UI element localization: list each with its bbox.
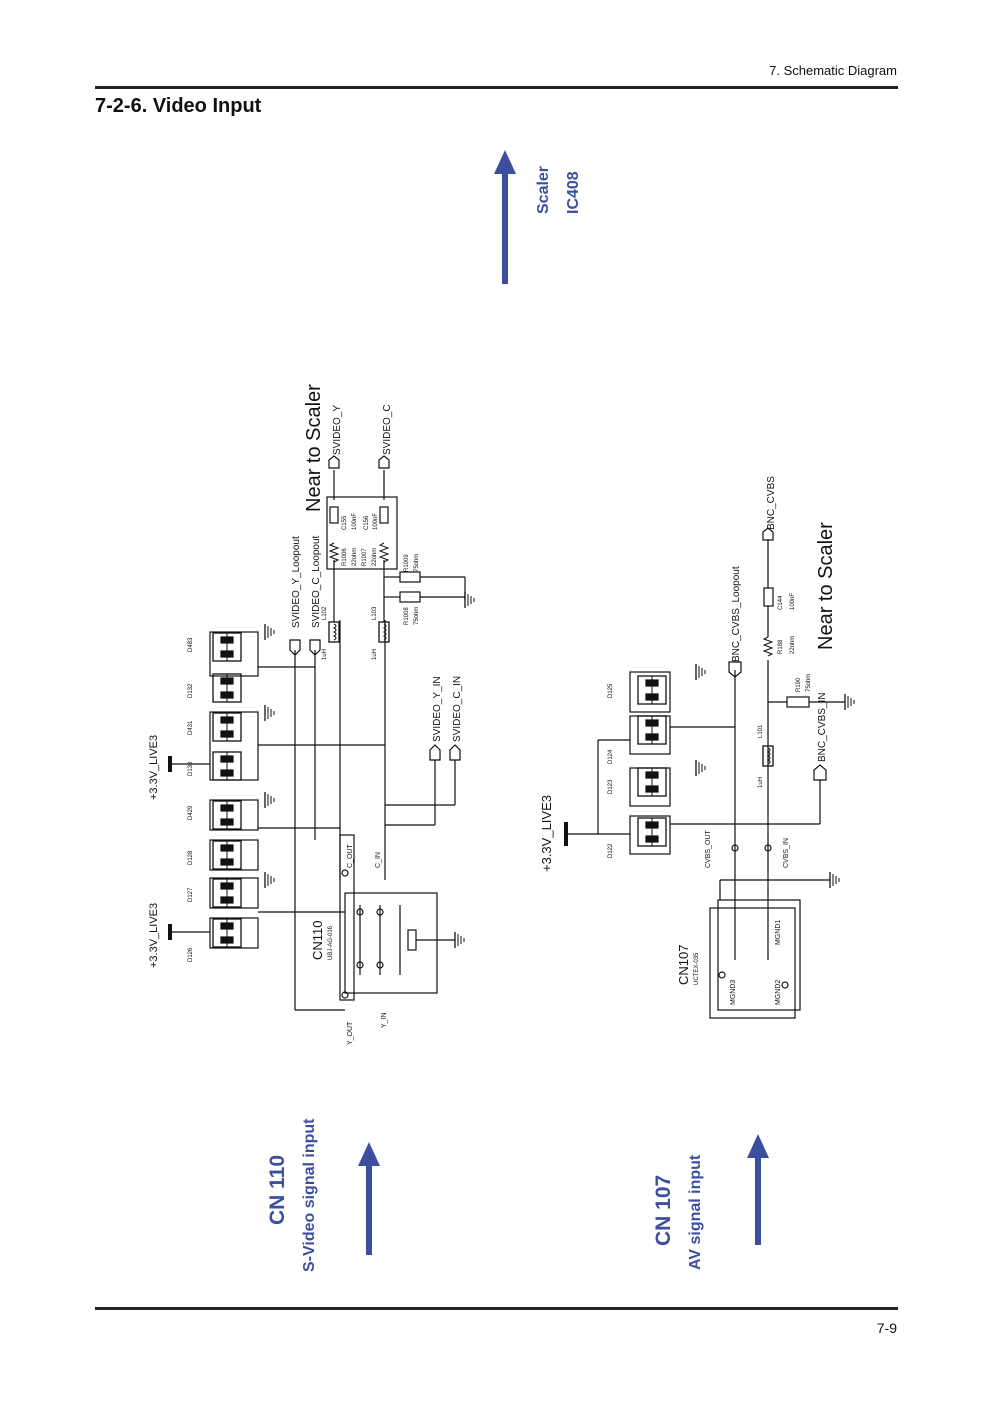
cn107-arrow: [747, 1134, 769, 1245]
diode-label: D123: [608, 779, 614, 794]
live3-label-b: +3.3V_LIVE3: [148, 903, 160, 968]
diode-label: D126: [188, 947, 194, 962]
cn110-part: UBJ-AG-016: [328, 925, 334, 960]
r188-label: R188: [778, 639, 784, 654]
diode-label: D132: [188, 683, 194, 698]
r188-value: 22ohm: [790, 636, 796, 654]
cn107-description: AV signal input: [687, 1154, 704, 1270]
lower-near-label: Near to Scaler: [815, 522, 837, 650]
l102-label: L102: [322, 606, 328, 620]
scaler-label: Scaler: [535, 166, 552, 214]
diode-label: D124: [608, 749, 614, 764]
diode-label: D125: [608, 683, 614, 698]
l101-value: 1uH: [758, 777, 764, 788]
svideo-y-label: SVIDEO_Y: [332, 405, 343, 455]
header-section: 7. Schematic Diagram: [769, 63, 897, 78]
r1006-value: 22ohm: [352, 548, 358, 566]
diode-label: D483: [188, 637, 194, 652]
page-number: 7-9: [876, 1320, 897, 1336]
c144-value: 100nF: [790, 593, 796, 610]
upper-near-label: Near to Scaler: [303, 384, 325, 512]
c155-label: C155: [342, 515, 348, 530]
y-out-label: Y_OUT: [347, 1021, 354, 1045]
diode-label: D122: [608, 843, 614, 858]
diode-label: D128: [188, 850, 194, 865]
cn107-title: CN 107: [652, 1175, 675, 1246]
svideo-y-in-label: SVIDEO_Y_IN: [432, 676, 443, 742]
r190-label: R190: [796, 677, 802, 692]
bnc-cvbs-loopout-label: BNC_CVBS_Loopout: [731, 566, 742, 662]
svideo-schematic: [168, 455, 475, 1011]
svideo-c-label: SVIDEO_C: [382, 404, 393, 455]
cvbs-out-label: CVBS_OUT: [705, 830, 712, 868]
mgnd3-label: MGND3: [730, 980, 737, 1005]
c156-label: C156: [364, 515, 370, 530]
r1008-label: R1008: [404, 607, 410, 625]
r1008-value: 75ohm: [414, 607, 420, 625]
diode-label: D429: [188, 805, 194, 820]
cn110-ref: CN110: [310, 920, 325, 960]
diode-label: D431: [188, 720, 194, 735]
r1006-label: R1006: [342, 548, 348, 566]
bnc-cvbs-in-label: BNC_CVBS_IN: [817, 693, 828, 762]
l101-label: L101: [758, 724, 764, 738]
l103-label: L103: [372, 606, 378, 620]
mgnd1-label: MGND1: [775, 920, 782, 945]
l102-value: 1uH: [322, 649, 328, 660]
av-schematic: [564, 527, 855, 1019]
r1009-value: 75ohm: [414, 554, 420, 572]
diode-label: D127: [188, 887, 194, 902]
c156-value: 100nF: [373, 513, 379, 530]
r190-value: 75ohm: [806, 674, 812, 692]
c-out-label: C_OUT: [347, 844, 354, 868]
footer-rule: [95, 1307, 898, 1310]
svideo-y-loopout-label: SVIDEO_Y_Loopout: [291, 536, 302, 628]
svideo-c-in-label: SVIDEO_C_IN: [452, 676, 463, 742]
cvbs-in-label: CVBS_IN: [783, 838, 790, 868]
cn107-ref: CN107: [676, 945, 691, 985]
r1007-value: 22ohm: [372, 548, 378, 566]
diode-label: D130: [188, 761, 194, 776]
cn107-part: UCTEX-035: [694, 952, 700, 985]
header-rule: [95, 86, 898, 89]
scaler-arrow: [494, 150, 516, 284]
y-in-label: Y_IN: [381, 1012, 388, 1028]
live3-label-lower: +3.3V_LIVE3: [539, 795, 554, 872]
l103-value: 1uH: [372, 649, 378, 660]
bnc-cvbs-label: BNC_CVBS: [766, 476, 777, 530]
page-title: 7-2-6. Video Input: [95, 95, 262, 117]
mgnd2-label: MGND2: [775, 980, 782, 1005]
c144-label: C144: [778, 595, 784, 610]
ic408-label: IC408: [565, 171, 582, 214]
r1009-label: R1009: [404, 554, 410, 572]
cn110-arrow: [358, 1142, 380, 1255]
svideo-c-loopout-label: SVIDEO_C_Loopout: [311, 535, 322, 628]
c-in-label: C_IN: [375, 852, 382, 868]
live3-label-a: +3.3V_LIVE3: [148, 735, 160, 800]
c155-value: 100nF: [352, 513, 358, 530]
cn110-description: S-Video signal input: [301, 1118, 318, 1272]
r1007-label: R1007: [362, 548, 368, 566]
cn110-title: CN 110: [266, 1155, 289, 1225]
